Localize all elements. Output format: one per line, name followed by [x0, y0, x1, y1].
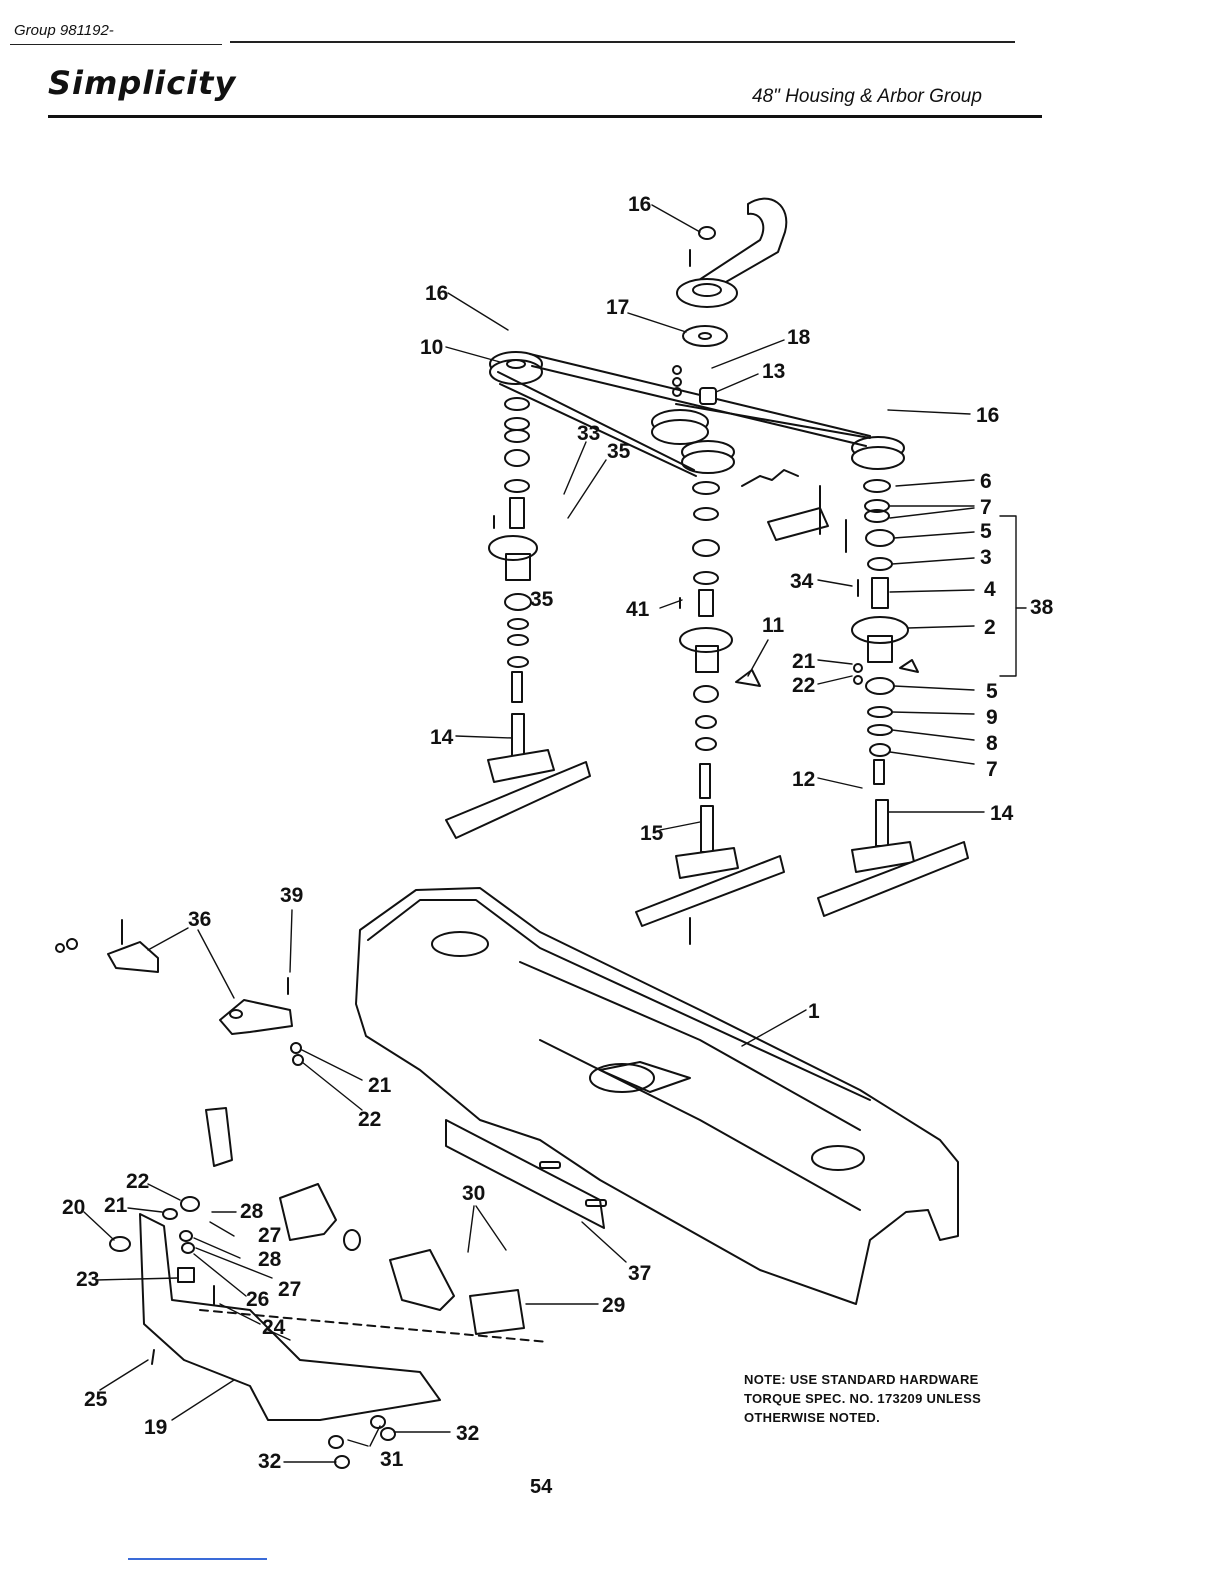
callout-8: 8	[986, 732, 998, 755]
callout-5: 5	[986, 680, 998, 703]
callout-22: 22	[792, 674, 815, 697]
callout-21: 21	[792, 650, 816, 673]
left-mount-bracket-assembly	[56, 920, 303, 1065]
tension-spring	[742, 470, 846, 552]
callout-27: 27	[278, 1278, 301, 1301]
callout-28: 28	[258, 1248, 282, 1271]
callout-6: 6	[980, 470, 992, 493]
callout-35: 35	[607, 440, 631, 463]
callout-10: 10	[420, 336, 443, 359]
callout-4: 4	[984, 578, 996, 601]
note-line: NOTE: USE STANDARD HARDWARE	[744, 1370, 1044, 1389]
callout-41: 41	[626, 598, 650, 621]
callout-11: 11	[762, 614, 785, 637]
callout-9: 9	[986, 706, 998, 729]
page-number: 54	[530, 1476, 552, 1499]
callout-16: 16	[976, 404, 999, 427]
callout-30: 30	[462, 1182, 485, 1205]
callout-2: 2	[984, 616, 996, 639]
callout-26: 26	[246, 1288, 269, 1311]
callout-28: 28	[240, 1200, 264, 1223]
right-spindle-stack	[818, 480, 968, 916]
callout-14: 14	[990, 802, 1014, 825]
callout-37: 37	[628, 1262, 651, 1285]
callout-23: 23	[76, 1268, 99, 1291]
callout-31: 31	[380, 1448, 404, 1471]
callout-32: 32	[456, 1422, 479, 1445]
callout-25: 25	[84, 1388, 108, 1411]
callout-18: 18	[787, 326, 811, 349]
callout-7: 7	[986, 758, 998, 781]
callout-17: 17	[606, 296, 629, 319]
belt-drive	[490, 352, 904, 476]
center-spindle-stack	[636, 482, 784, 944]
callout-21: 21	[104, 1194, 128, 1217]
callout-16: 16	[425, 282, 448, 305]
callout-1: 1	[808, 1000, 820, 1023]
callout-13: 13	[762, 360, 785, 383]
hardware-torque-note: NOTE: USE STANDARD HARDWARE TORQUE SPEC.…	[744, 1370, 1044, 1427]
idler-arm-assembly	[677, 199, 786, 346]
callout-38: 38	[1030, 596, 1054, 619]
callout-22: 22	[126, 1170, 149, 1193]
callout-33: 33	[577, 422, 600, 445]
callout-22: 22	[358, 1108, 381, 1131]
callout-16: 16	[628, 193, 651, 216]
callout-14: 14	[430, 726, 454, 749]
callout-27: 27	[258, 1224, 281, 1247]
callout-29: 29	[602, 1294, 625, 1317]
callout-39: 39	[280, 884, 303, 907]
callout-21: 21	[368, 1074, 392, 1097]
callout-32: 32	[258, 1450, 281, 1473]
note-line: OTHERWISE NOTED.	[744, 1408, 1044, 1427]
note-line: TORQUE SPEC. NO. 173209 UNLESS	[744, 1389, 1044, 1408]
callout-20: 20	[62, 1196, 85, 1219]
leader-lines	[84, 205, 1026, 1462]
left-spindle-stack	[446, 398, 590, 838]
callout-36: 36	[188, 908, 211, 931]
callout-34: 34	[790, 570, 814, 593]
mower-deck-housing	[356, 888, 958, 1304]
callout-12: 12	[792, 768, 815, 791]
callout-labels: 16 16 17 18 10 13 16 33 35 6 7 5 3 34 4 …	[62, 193, 1054, 1473]
footer-link-underline[interactable]	[128, 1558, 267, 1560]
callout-15: 15	[640, 822, 664, 845]
callout-7: 7	[980, 496, 992, 519]
callout-24: 24	[262, 1316, 286, 1339]
callout-35: 35	[530, 588, 554, 611]
callout-19: 19	[144, 1416, 167, 1439]
callout-5: 5	[980, 520, 992, 543]
callout-3: 3	[980, 546, 992, 569]
